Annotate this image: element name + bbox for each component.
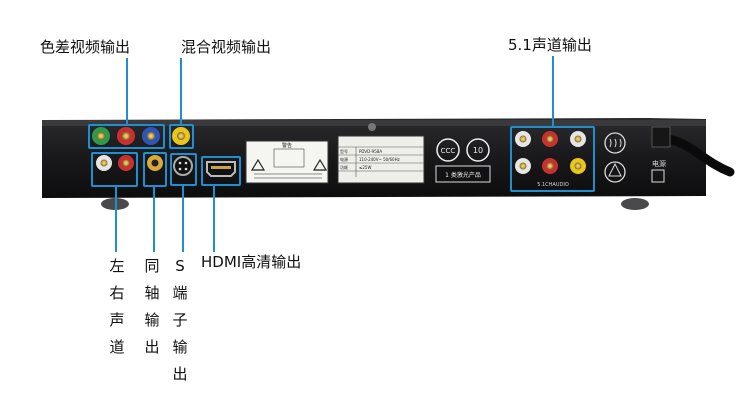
label-composite-video-out: 混合视频输出 (181, 38, 272, 56)
leader-component (126, 58, 128, 125)
surround-audio-jacks (515, 131, 586, 174)
power-switch (651, 169, 665, 183)
s-video-jack (173, 156, 193, 176)
model-label: 型号 (340, 148, 348, 154)
hdmi-port (206, 161, 236, 177)
stereo-audio-highlight (91, 152, 138, 187)
coaxial-highlight (143, 152, 167, 187)
coaxial-jack (147, 155, 163, 171)
label-component-video-out: 色差视频输出 (40, 38, 131, 56)
consumption-value: ≤25W (359, 165, 371, 170)
audio-panel-text: 5.1CHAUDIO (537, 182, 569, 188)
power-switch-text: 电源 (652, 159, 666, 168)
label-coaxial-out: 同轴输出 (144, 257, 160, 356)
power-label: 电源 (340, 156, 348, 162)
leader-hdmi (213, 186, 215, 252)
label-51-channel-out: 5.1声道输出 (508, 36, 592, 54)
warning-label (245, 140, 329, 184)
s-video-highlight (170, 153, 197, 186)
label-left-right-channel: 左右声道 (109, 257, 125, 356)
hdmi-highlight (201, 156, 241, 186)
cert-number: 10 (473, 146, 483, 155)
rating-label (337, 135, 425, 184)
leader-composite (180, 58, 182, 125)
recycle-icon (604, 161, 626, 183)
component-video-jacks (92, 127, 160, 145)
composite-video-jack (172, 127, 190, 145)
composite-video-highlight (169, 124, 194, 149)
env-cert-icon (466, 138, 490, 162)
ccc-cert-icon: CCC (436, 138, 460, 162)
leader-surround (552, 56, 554, 127)
screw (368, 123, 376, 131)
laser-product-label (435, 165, 491, 183)
power-value: 110-240V~ 50/60Hz (359, 157, 400, 162)
warning-title: 警告 (282, 142, 292, 149)
leader-coaxial (153, 186, 155, 252)
svg-text:CCC: CCC (441, 147, 456, 155)
component-video-highlight (88, 124, 165, 149)
stereo-audio-jacks (96, 155, 134, 171)
surround-audio-highlight (510, 126, 595, 192)
right-foot (621, 198, 649, 210)
leader-left-right (115, 186, 117, 252)
label-s-video-out: S端子输出 (172, 257, 188, 383)
model-value: PDVD-958A (359, 149, 382, 154)
consumption-label: 功耗 (340, 164, 348, 170)
leader-s-video (182, 186, 184, 252)
laser-product-text: 1 类激光产品 (445, 171, 481, 179)
heat-warning-icon (604, 132, 626, 154)
label-hdmi-out: HDMI高清输出 (201, 253, 302, 271)
